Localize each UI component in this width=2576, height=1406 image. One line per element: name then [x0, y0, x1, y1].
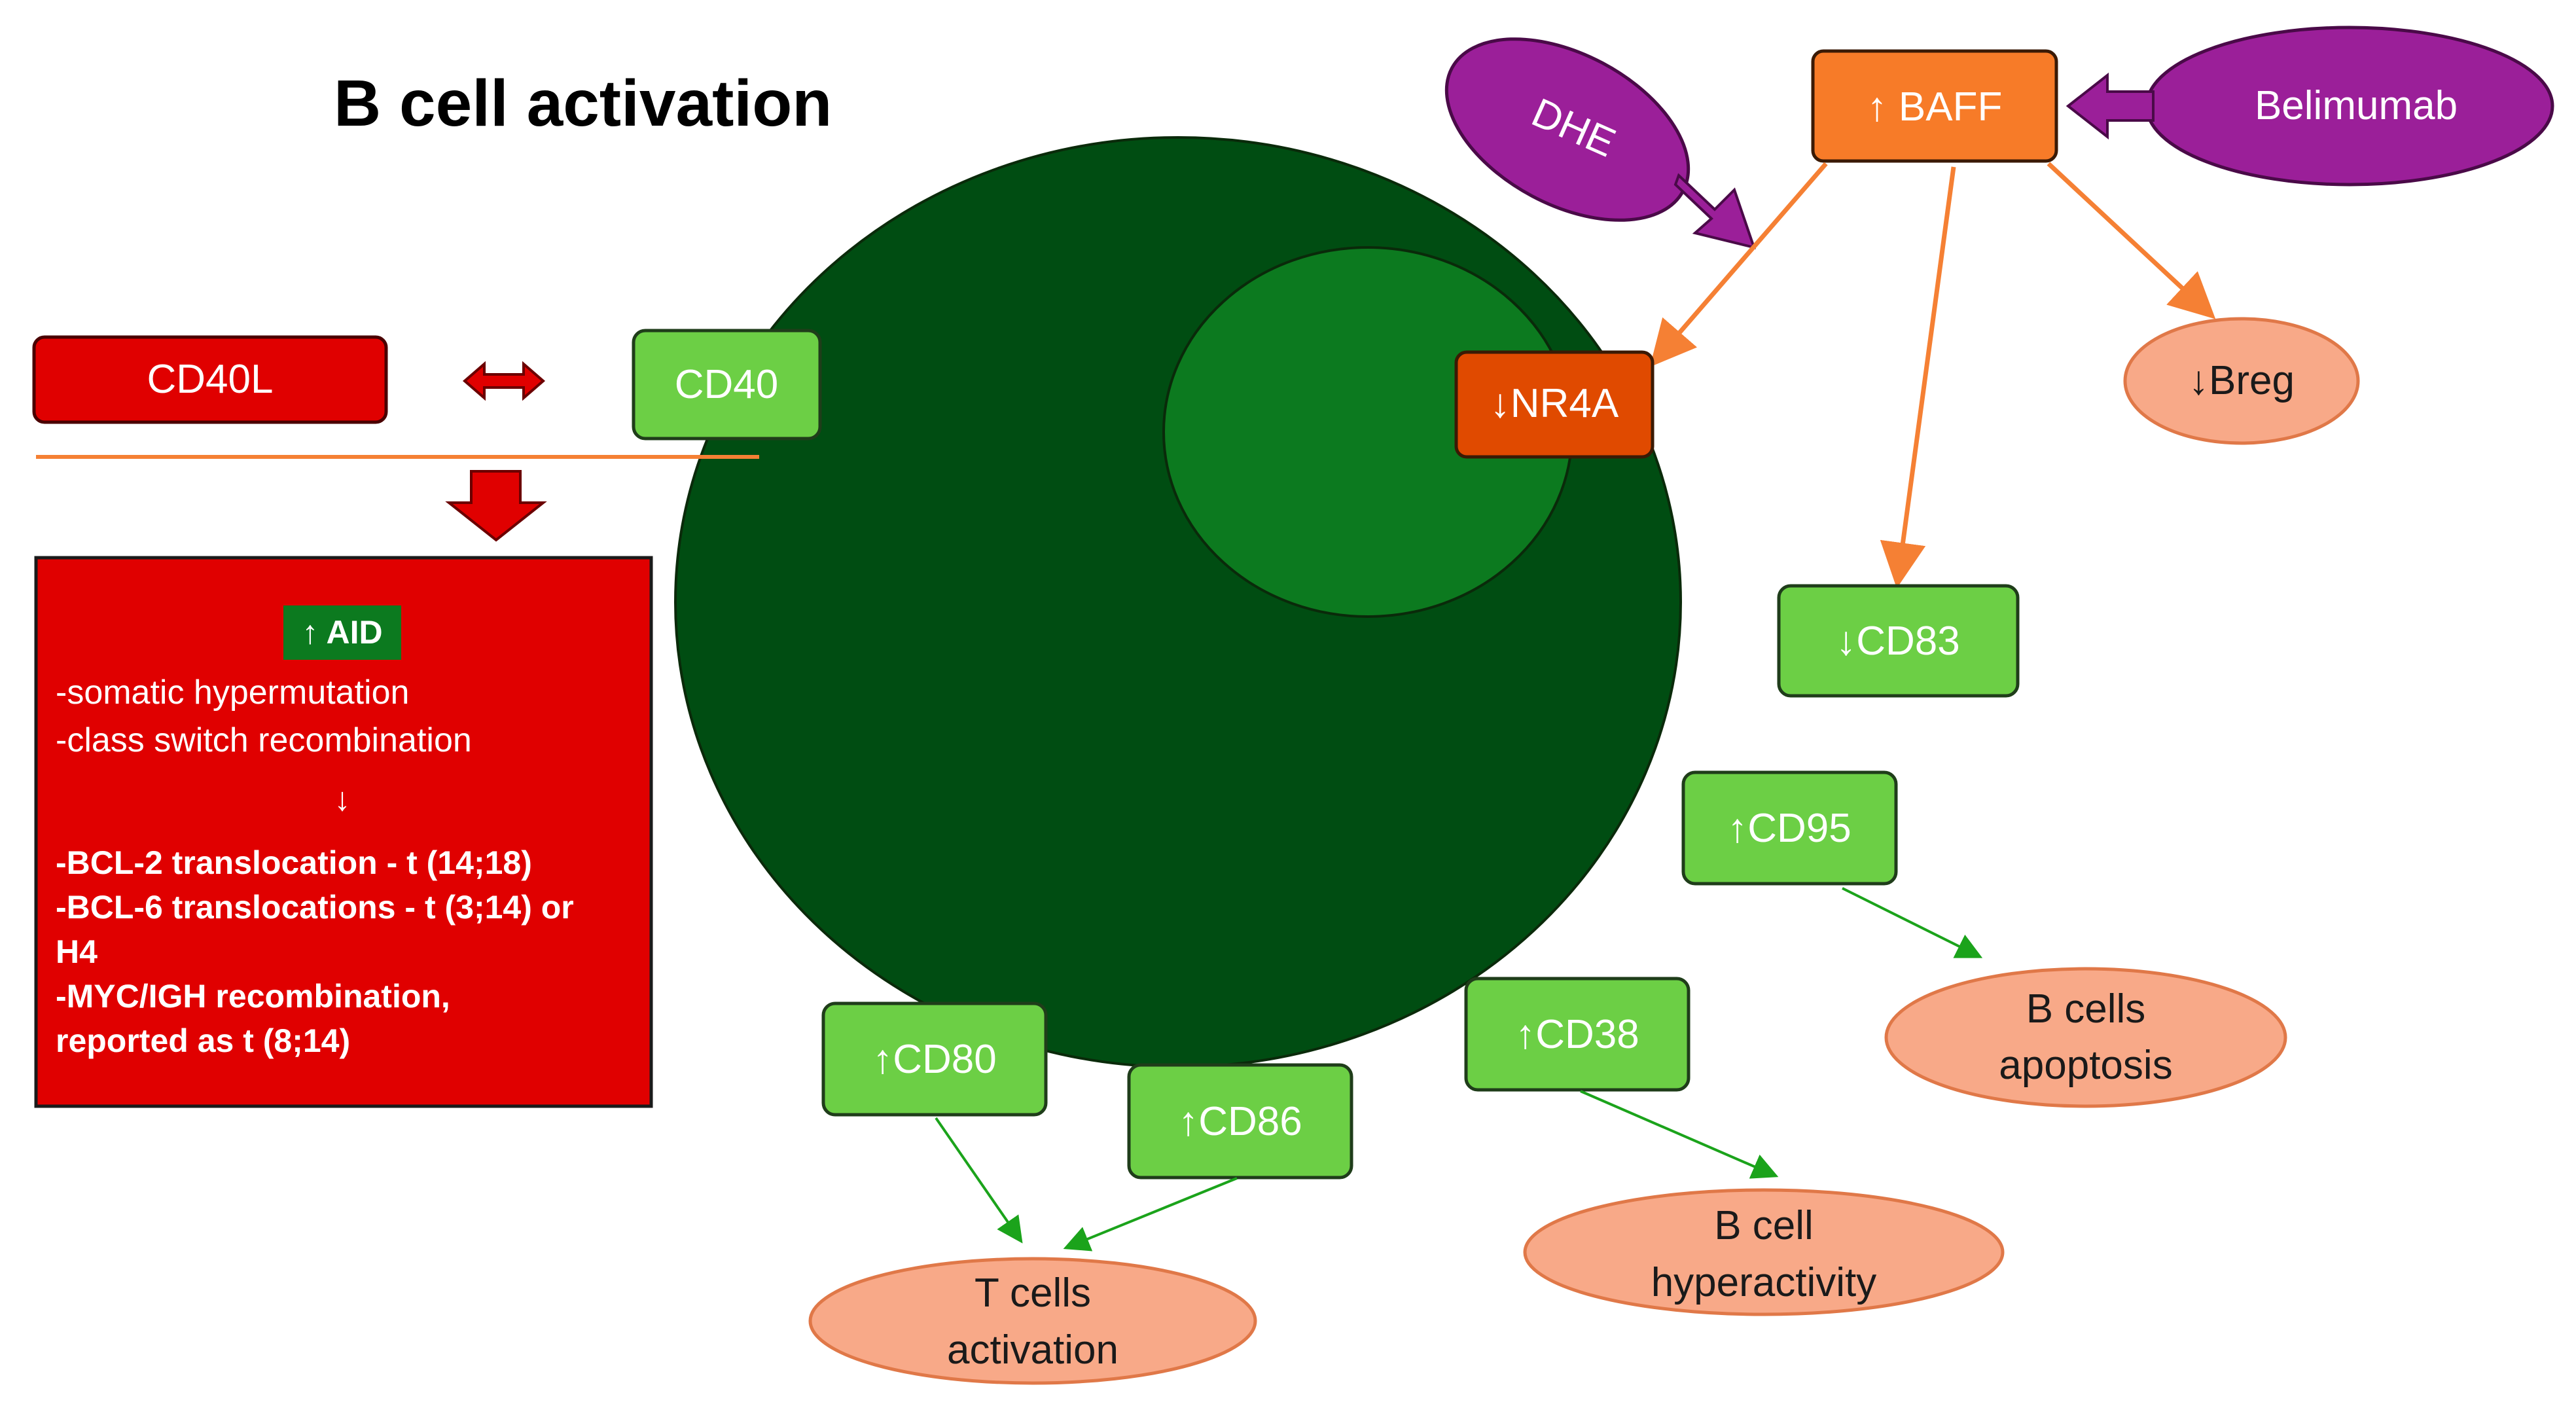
cd80-to-tcells-arrow	[935, 1117, 1023, 1244]
cd83-label: ↓CD83	[1836, 619, 1960, 664]
cd38-label: ↑CD38	[1515, 1012, 1639, 1057]
baff-box	[1811, 49, 2058, 163]
baff-to-nr4a-arrow	[1649, 162, 1828, 367]
aid-bold-line-5: reported as t (8;14)	[56, 1022, 350, 1059]
cd38-to-hyperactivity-arrow	[1580, 1090, 1779, 1179]
cd86-to-tcells-arrow	[1063, 1177, 1238, 1252]
aid-bold-line-4: -MYC/IGH recombination,	[56, 978, 450, 1015]
baff-label: ↑ BAFF	[1867, 84, 2003, 130]
cd95-label: ↑CD95	[1727, 806, 1851, 851]
baff-to-breg-arrow	[2047, 162, 2216, 319]
down-arrow-icon	[445, 470, 547, 542]
b-cell-body	[674, 136, 1682, 1068]
cd40l-label: CD40L	[147, 357, 274, 402]
cd83-box	[1777, 584, 2020, 698]
belimumab-arrow-icon	[2066, 72, 2155, 140]
baff-to-cd83-arrow	[1880, 166, 1956, 588]
aid-bold-line-3: H4	[56, 933, 98, 970]
nr4a-label: ↓NR4A	[1490, 381, 1619, 426]
cd40-box	[632, 329, 822, 441]
belimumab-label: Belimumab	[2255, 83, 2458, 128]
apoptosis-ellipse	[1884, 967, 2287, 1108]
cd86-box	[1127, 1063, 1353, 1180]
aid-highlight	[283, 605, 401, 660]
nr4a-box	[1454, 350, 1655, 459]
diagram-title: B cell activation	[334, 67, 832, 140]
cd38-box	[1464, 977, 1690, 1092]
apoptosis-line-2: apoptosis	[1999, 1043, 2172, 1088]
cd95-to-apoptosis-arrow	[1842, 887, 1983, 958]
tcells-line-1: T cells	[975, 1271, 1091, 1316]
aid-line-1: -somatic hypermutation	[56, 674, 409, 712]
double-arrow-icon	[462, 361, 546, 401]
breg-ellipse	[2123, 317, 2360, 445]
hyperactivity-line-2: hyperactivity	[1651, 1260, 1877, 1305]
cd40l-box	[32, 335, 388, 424]
aid-bold-line-1: -BCL-2 translocation - t (14;18)	[56, 844, 532, 881]
aid-bold-line-2: -BCL-6 translocations - t (3;14) or	[56, 889, 574, 926]
cd86-label: ↑CD86	[1178, 1099, 1302, 1144]
dhe-arrow-icon	[1673, 173, 1757, 249]
aid-heading: ↑ AID	[302, 614, 382, 651]
breg-label: ↓Breg	[2189, 358, 2295, 403]
aid-line-2: -class switch recombination	[56, 721, 472, 759]
tcells-line-2: activation	[947, 1327, 1118, 1373]
hyperactivity-line-1: B cell	[1714, 1203, 1814, 1248]
tcells-ellipse	[808, 1257, 1257, 1385]
cd95-box	[1681, 770, 1898, 886]
aid-arrow: ↓	[334, 781, 351, 818]
hyperactivity-ellipse	[1523, 1188, 2005, 1316]
cd80-label: ↑CD80	[872, 1037, 997, 1082]
cd80-box	[821, 1001, 1048, 1117]
cd40-label: CD40	[675, 362, 779, 407]
apoptosis-line-1: B cells	[2026, 986, 2146, 1032]
